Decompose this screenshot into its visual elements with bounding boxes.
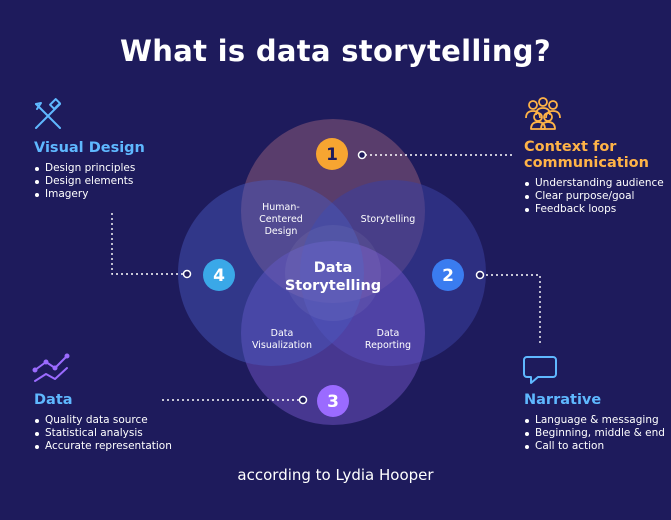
list-item: Understanding audience [524, 177, 669, 190]
connector-4-dot [182, 269, 192, 279]
panel-data: Data Quality data source Statistical ana… [34, 392, 234, 453]
marker-4-circle [203, 259, 235, 291]
list-item: Statistical analysis [34, 427, 234, 440]
overlap-human-centered-line3: Design [265, 226, 298, 237]
marker-2-circle [432, 259, 464, 291]
center-label-line1: Data [314, 260, 353, 276]
line-chart-icon [32, 353, 70, 382]
people-group-icon [525, 97, 561, 130]
connector-1-dot [357, 150, 367, 160]
connector-3-dot [298, 395, 308, 405]
marker-4: 4 [213, 266, 225, 286]
context-title-line2: communication [524, 155, 649, 171]
panel-context: Context for communication Understanding … [524, 139, 669, 216]
visual-design-title: Visual Design [34, 140, 145, 156]
list-item: Design elements [34, 175, 204, 188]
overlap-human-centered-line2: Centered [259, 214, 303, 225]
overlap-storytelling: Storytelling [361, 214, 416, 225]
context-title-line1: Context for [524, 139, 617, 155]
marker-3-circle [317, 385, 349, 417]
list-item: Language & messaging [524, 414, 669, 427]
panel-visual-design: Visual Design Design principles Design e… [34, 140, 204, 201]
data-list: Quality data source Statistical analysis… [34, 414, 234, 453]
attribution: according to Lydia Hooper [237, 466, 434, 484]
context-list: Understanding audience Clear purpose/goa… [524, 177, 669, 216]
marker-2: 2 [442, 266, 454, 286]
marker-1: 1 [326, 145, 338, 165]
narrative-title: Narrative [524, 392, 602, 408]
design-tools-icon [35, 98, 61, 129]
list-item: Design principles [34, 162, 204, 175]
connector-4 [111, 213, 184, 275]
page-title: What is data storytelling? [120, 34, 551, 68]
list-item: Call to action [524, 440, 669, 453]
speech-bubble-icon [523, 356, 557, 384]
connector-2 [481, 274, 541, 346]
panel-narrative: Narrative Language & messaging Beginning… [524, 392, 669, 453]
overlap-data-visualization-line1: Data [271, 328, 294, 339]
circle-narrative [300, 180, 486, 366]
marker-3: 3 [327, 392, 339, 412]
list-item: Beginning, middle & end [524, 427, 669, 440]
context-title: Context for communication [524, 139, 669, 171]
overlap-data-reporting-line2: Reporting [365, 340, 411, 351]
circle-visual-design [178, 180, 364, 366]
center-label-line2: Storytelling [285, 278, 381, 294]
list-item: Accurate representation [34, 440, 234, 453]
overlap-human-centered-line1: Human- [262, 202, 300, 213]
narrative-list: Language & messaging Beginning, middle &… [524, 414, 669, 453]
visual-design-list: Design principles Design elements Imager… [34, 162, 204, 201]
list-item: Quality data source [34, 414, 234, 427]
list-item: Imagery [34, 188, 204, 201]
list-item: Feedback loops [524, 203, 669, 216]
marker-1-circle [316, 138, 348, 170]
list-item: Clear purpose/goal [524, 190, 669, 203]
overlap-data-visualization-line2: Visualization [252, 340, 312, 351]
circle-data [241, 241, 425, 425]
data-title: Data [34, 392, 73, 408]
connector-2-dot [475, 270, 485, 280]
overlap-data-reporting-line1: Data [377, 328, 400, 339]
circle-center-glow [285, 225, 381, 321]
